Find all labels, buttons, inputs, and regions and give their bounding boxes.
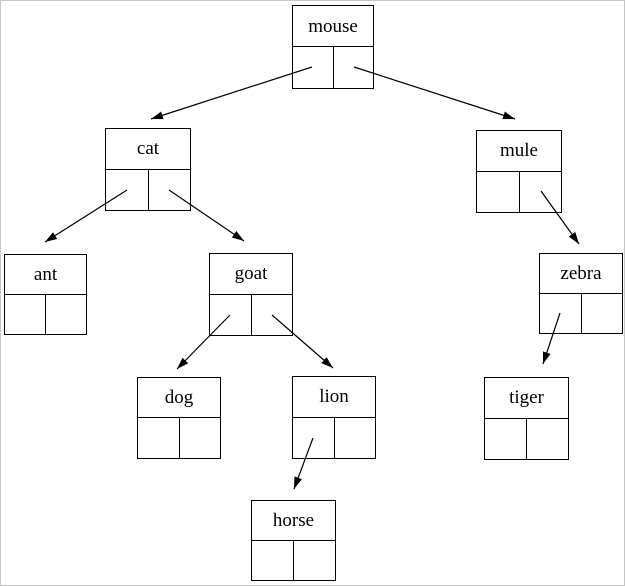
left-pointer-cell bbox=[138, 418, 180, 458]
right-pointer-cell bbox=[527, 419, 568, 460]
node-label-horse: horse bbox=[252, 501, 335, 541]
right-pointer-cell bbox=[520, 172, 562, 213]
node-label-zebra: zebra bbox=[540, 254, 622, 294]
tree-node-dog: dog bbox=[137, 377, 221, 459]
tree-node-zebra: zebra bbox=[539, 253, 623, 334]
right-pointer-cell bbox=[149, 170, 191, 211]
tree-node-ant: ant bbox=[4, 254, 87, 335]
right-pointer-cell bbox=[46, 295, 86, 335]
left-pointer-cell bbox=[106, 169, 149, 210]
node-label-lion: lion bbox=[293, 377, 375, 418]
tree-node-mule: mule bbox=[476, 130, 562, 213]
pointer-cells bbox=[293, 47, 373, 88]
pointer-cells bbox=[293, 417, 376, 459]
pointer-cells bbox=[252, 540, 335, 581]
right-pointer-cell bbox=[180, 418, 221, 458]
pointer-cells bbox=[485, 418, 568, 460]
pointer-cells bbox=[540, 293, 623, 334]
tree-node-lion: lion bbox=[292, 376, 376, 459]
right-pointer-cell bbox=[334, 47, 374, 88]
node-label-cat: cat bbox=[106, 129, 190, 170]
pointer-cells bbox=[477, 171, 562, 213]
pointer-cells bbox=[5, 294, 86, 335]
pointer-cells bbox=[106, 169, 191, 211]
node-label-mouse: mouse bbox=[293, 6, 373, 47]
left-pointer-cell bbox=[210, 294, 252, 335]
left-pointer-cell bbox=[252, 540, 294, 580]
right-pointer-cell bbox=[582, 294, 623, 334]
pointer-cells bbox=[210, 294, 293, 336]
tree-node-horse: horse bbox=[251, 500, 336, 581]
tree-node-goat: goat bbox=[209, 253, 293, 336]
tree-node-mouse: mouse bbox=[292, 5, 374, 89]
right-pointer-cell bbox=[294, 541, 335, 581]
left-pointer-cell bbox=[485, 418, 527, 459]
node-label-goat: goat bbox=[210, 254, 292, 295]
left-pointer-cell bbox=[5, 294, 46, 334]
tree-node-cat: cat bbox=[105, 128, 191, 211]
pointer-cells bbox=[138, 418, 220, 458]
tree-node-tiger: tiger bbox=[484, 377, 569, 460]
left-pointer-cell bbox=[293, 417, 335, 458]
right-pointer-cell bbox=[335, 418, 376, 459]
left-pointer-cell bbox=[293, 47, 334, 88]
node-label-dog: dog bbox=[138, 378, 220, 418]
node-label-ant: ant bbox=[5, 255, 86, 295]
node-label-tiger: tiger bbox=[485, 378, 568, 419]
right-pointer-cell bbox=[252, 295, 293, 336]
node-label-mule: mule bbox=[477, 131, 561, 172]
left-pointer-cell bbox=[477, 171, 520, 212]
left-pointer-cell bbox=[540, 293, 582, 333]
